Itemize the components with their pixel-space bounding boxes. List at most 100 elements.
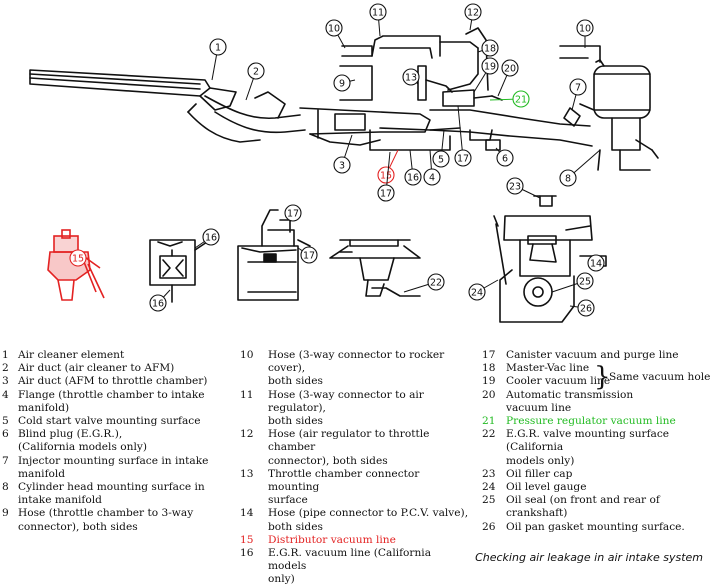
callout-number: 15 <box>72 254 84 265</box>
callout-number: 8 <box>565 174 571 185</box>
callout-20: 20 <box>501 59 519 77</box>
callout-16a: 16 <box>202 228 220 246</box>
callout-number: 24 <box>471 288 483 299</box>
egr-valve-detail <box>329 239 421 297</box>
legend-number: 1 <box>2 349 9 361</box>
callout-circle <box>481 57 499 75</box>
callout-number: 20 <box>504 64 516 75</box>
legend-text: Cylinder head mounting surface in intake… <box>18 481 205 507</box>
callout-circle <box>496 149 514 167</box>
legend-number: 7 <box>2 454 9 467</box>
callout-number: 12 <box>467 8 479 19</box>
callout-circle <box>481 39 499 57</box>
legend-item-17: 17 Canister vacuum and purge line <box>482 349 707 362</box>
canister-detail <box>237 209 311 301</box>
legend-number: 23 <box>482 467 496 480</box>
legend-item-9: 9 Hose (throttle chamber to 3-way connect… <box>2 507 234 533</box>
legend-number: 22 <box>482 428 496 441</box>
callout-number: 19 <box>484 62 496 73</box>
legend-number: 13 <box>240 467 254 480</box>
callout-24: 24 <box>468 283 486 301</box>
legend-number: 3 <box>2 375 9 388</box>
callout-circle <box>576 272 594 290</box>
callout-15b: 15 <box>377 166 395 184</box>
callout-circle <box>404 168 422 186</box>
callout-14: 14 <box>587 254 605 272</box>
legend-item-25: 25 Oil seal (on front and rear of cranksh… <box>482 494 707 520</box>
callout-number: 9 <box>339 79 345 90</box>
callout-number: 10 <box>579 24 591 35</box>
legend-number: 11 <box>240 388 254 401</box>
callout-leader-17d <box>457 105 464 159</box>
legend-text: Blind plug (E.G.R.), (California models … <box>18 428 147 454</box>
callout-21: 21 <box>512 90 530 108</box>
legend-number: 2 <box>2 362 9 375</box>
callout-circle <box>501 59 519 77</box>
legend-text: Canister vacuum and purge line <box>506 349 679 361</box>
callout-23: 23 <box>506 177 524 195</box>
legend-number: 19 <box>482 375 496 388</box>
callout-19: 19 <box>481 57 499 75</box>
callout-circle <box>432 150 450 168</box>
callout-number: 1 <box>215 43 221 54</box>
legend-text: Automatic transmission vacuum line <box>506 388 634 414</box>
callout-number: 10 <box>328 24 340 35</box>
callout-15a: 15 <box>69 249 87 267</box>
legend-number: 8 <box>2 481 9 494</box>
air-duct-drawing <box>187 95 306 143</box>
callout-17a: 17 <box>284 204 302 222</box>
legend-text: Injector mounting surface in intake mani… <box>18 454 209 480</box>
callout-10b: 10 <box>576 19 594 37</box>
callout-number: 18 <box>484 44 496 55</box>
callout-circle <box>468 283 486 301</box>
callout-number: 11 <box>372 8 384 19</box>
air-cleaner-drawing <box>29 69 237 111</box>
brace-mark: } <box>594 362 611 392</box>
callout-number: 4 <box>429 173 435 184</box>
callout-number: 16 <box>152 299 164 310</box>
callout-9: 9 <box>333 74 351 92</box>
legend-text: Cold start valve mounting surface <box>18 415 201 428</box>
callout-circle <box>423 168 441 186</box>
callout-circle <box>377 166 395 184</box>
figure-caption: Checking air leakage in air intake syste… <box>475 551 703 564</box>
legend-text: Cooler vacuum line <box>506 375 611 388</box>
callout-number: 16 <box>407 173 419 184</box>
callout-circle <box>402 68 420 86</box>
callout-circle <box>149 294 167 312</box>
callout-number: 16 <box>205 233 217 244</box>
legend-number: 25 <box>482 494 496 507</box>
legend-item-8: 8 Cylinder head mounting surface in intak… <box>2 481 234 507</box>
legend-number: 5 <box>2 415 9 428</box>
callout-11: 11 <box>369 3 387 21</box>
callout-25: 25 <box>576 272 594 290</box>
legend-text: Oil level gauge <box>506 481 587 494</box>
callout-12: 12 <box>464 3 482 21</box>
callout-18: 18 <box>481 39 499 57</box>
callout-number: 6 <box>502 154 508 165</box>
legend-text: Oil seal (on front and rear of crankshaf… <box>506 494 660 520</box>
callout-circle <box>247 62 265 80</box>
callout-circle <box>454 149 472 167</box>
legend-number: 17 <box>482 349 496 361</box>
callout-3: 3 <box>333 156 351 174</box>
legend-text: E.G.R. valve mounting surface (Californi… <box>506 428 670 467</box>
callout-number: 17 <box>457 154 469 165</box>
callout-number: 26 <box>580 304 592 315</box>
legend-number: 15 <box>240 533 254 546</box>
legend-text: Hose (throttle chamber to 3-way connecto… <box>18 507 194 533</box>
callout-7: 7 <box>569 78 587 96</box>
callout-circle <box>284 204 302 222</box>
legend-number: 9 <box>2 507 9 520</box>
legend-text: Master-Vac line <box>506 362 590 375</box>
callout-number: 13 <box>405 73 417 84</box>
callout-circle <box>559 169 577 187</box>
callout-22: 22 <box>427 273 445 291</box>
